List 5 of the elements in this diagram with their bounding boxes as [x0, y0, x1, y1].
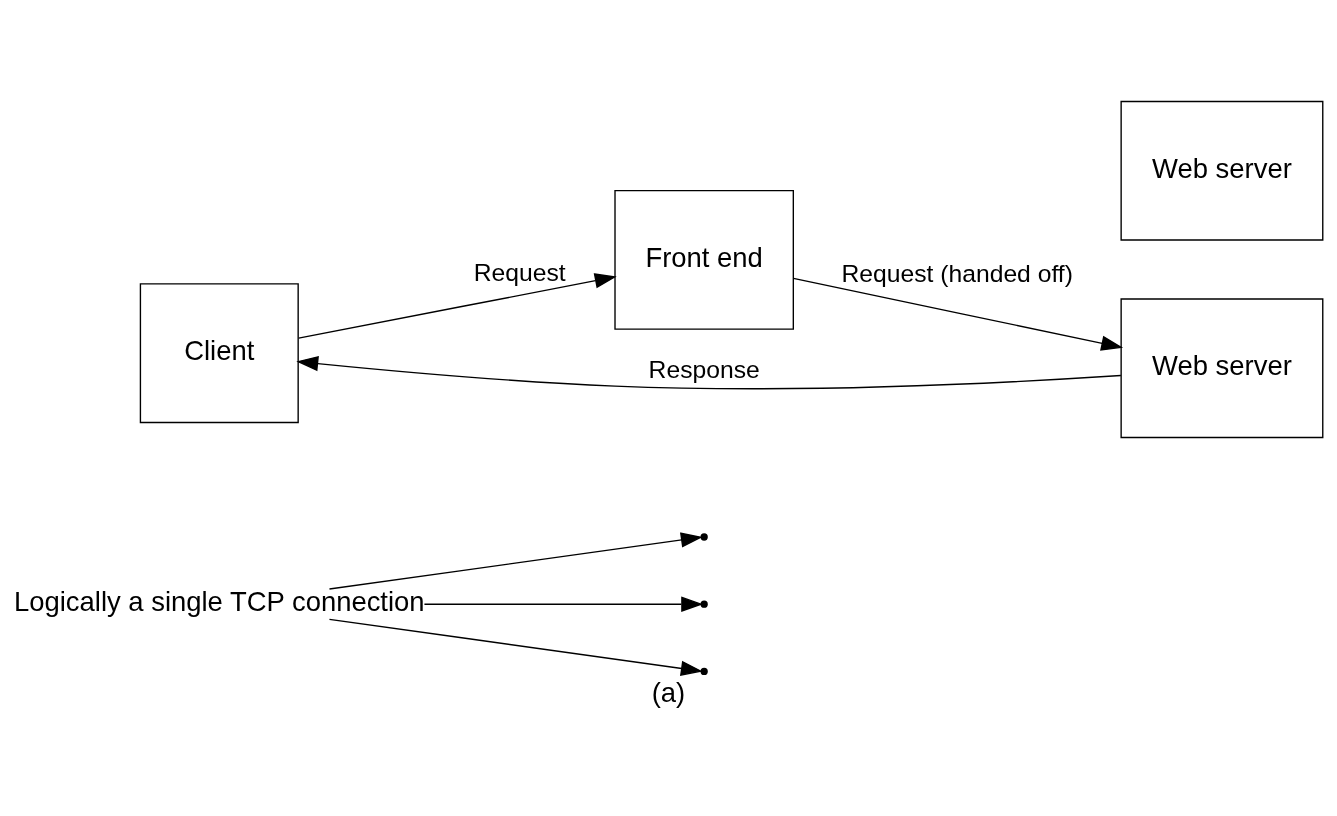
edge-label: Response — [648, 355, 760, 383]
edge-label: Request (handed off) — [841, 259, 1073, 287]
caption: (a) — [651, 676, 686, 708]
node-text: Logically a single TCP connection — [14, 585, 425, 617]
edge-label: Request — [473, 258, 566, 286]
